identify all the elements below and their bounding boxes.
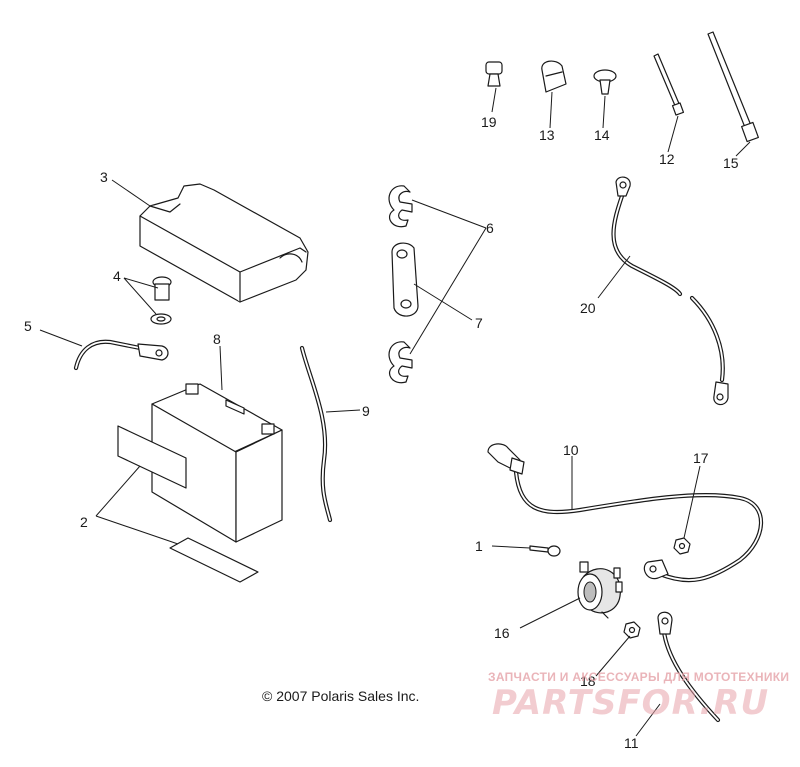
callout-5: 5 (24, 318, 32, 334)
bracket-7 (391, 242, 419, 317)
watermark-logo: PARTSFOR.RU (492, 683, 770, 723)
callout-11: 11 (624, 735, 639, 751)
callout-8: 8 (213, 331, 221, 347)
starter-cable-10 (487, 443, 764, 583)
copyright-notice: © 2007 Polaris Sales Inc. (262, 688, 420, 704)
ground-cable-20 (611, 176, 729, 406)
bolt-and-washer-part (150, 276, 172, 325)
starter-solenoid-16 (577, 561, 623, 619)
battery-part (151, 383, 283, 543)
callout-19: 19 (481, 114, 497, 130)
callout-14: 14 (594, 127, 610, 143)
nut-18 (623, 621, 641, 639)
cable-tie-15 (707, 31, 759, 143)
clip-6-upper (388, 185, 413, 228)
callout-7: 7 (475, 315, 483, 331)
nut-17 (673, 537, 691, 555)
battery-cover-part (139, 183, 309, 303)
leader-lines (39, 87, 751, 737)
vent-hose-9 (299, 345, 333, 523)
callout-16: 16 (494, 625, 510, 641)
callout-2: 2 (80, 514, 88, 530)
clip-19 (485, 61, 503, 87)
clip-14 (593, 69, 617, 95)
callout-20: 20 (580, 300, 596, 316)
clip-6-lower (388, 341, 413, 384)
callout-12: 12 (659, 151, 675, 167)
callout-17: 17 (693, 450, 709, 466)
screw-1 (529, 545, 561, 557)
watermark-tagline: ЗАПЧАСТИ И АКСЕССУАРЫ ДЛЯ МОТОТЕХНИКИ (488, 670, 790, 684)
cable-11 (657, 611, 721, 723)
clip-13 (541, 60, 567, 93)
callout-9: 9 (362, 403, 370, 419)
callout-18: 18 (580, 673, 596, 689)
cable-tie-12 (653, 53, 685, 116)
callout-1: 1 (475, 538, 483, 554)
battery-cable-5 (73, 339, 169, 371)
callout-labels: 3 4 5 2 8 9 6 7 19 13 14 12 15 20 10 17 … (24, 114, 739, 751)
callout-3: 3 (100, 169, 108, 185)
callout-6: 6 (486, 220, 494, 236)
callout-4: 4 (113, 268, 121, 284)
callout-10: 10 (563, 442, 579, 458)
battery-decal-part (117, 425, 259, 583)
callout-13: 13 (539, 127, 555, 143)
callout-15: 15 (723, 155, 739, 171)
